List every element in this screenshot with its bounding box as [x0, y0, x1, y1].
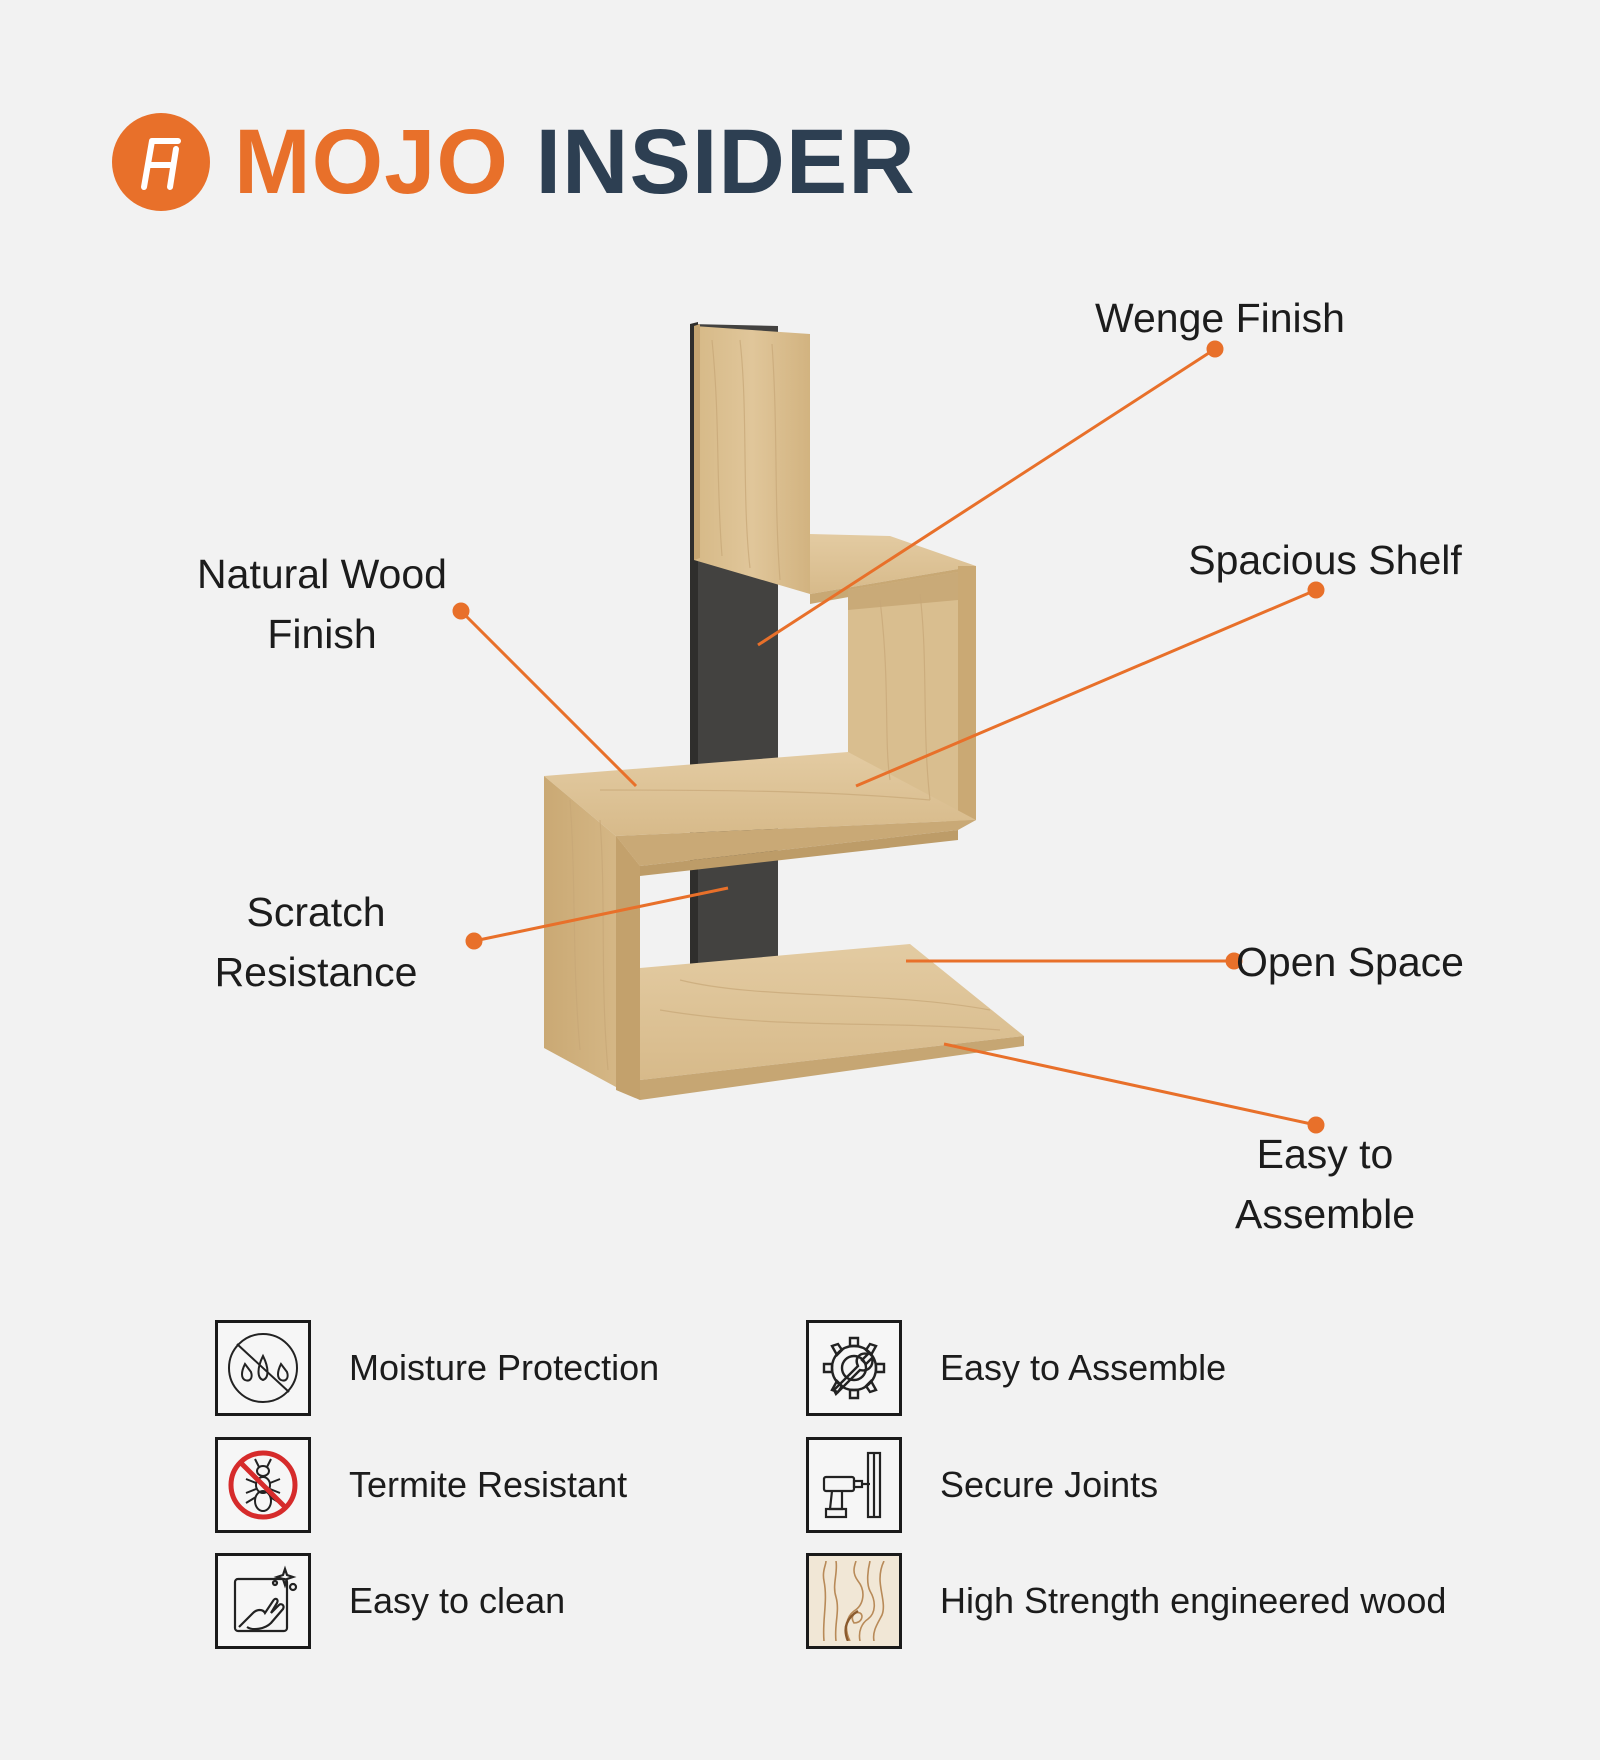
callout-label-scratch: Scratch Resistance [214, 889, 418, 995]
feature-high-strength-wood: High Strength engineered wood [806, 1551, 1446, 1651]
brand-mark-icon [112, 113, 210, 211]
callout-label-assemble: Easy to Assemble [1234, 1131, 1415, 1237]
feature-label: Termite Resistant [349, 1464, 628, 1505]
bottom-shelf-top [640, 944, 1024, 1080]
feature-easy-assemble: Easy to Assemble [806, 1318, 1226, 1418]
feature-secure-joints: Secure Joints [806, 1435, 1158, 1535]
wood-grain-icon [806, 1553, 902, 1649]
feature-termite-resistant: Termite Resistant [215, 1435, 627, 1535]
callout-label-natural: Natural Wood Finish [197, 551, 447, 657]
feature-label: Easy to Assemble [940, 1347, 1227, 1388]
callout-label-spacious: Spacious Shelf [1188, 537, 1462, 583]
brand-name-insider: INSIDER [535, 111, 916, 213]
brand-name-mojo: MOJO [234, 111, 509, 213]
feature-label: Secure Joints [940, 1464, 1159, 1505]
feature-label: Moisture Protection [349, 1347, 660, 1388]
brand-name: MOJO INSIDER [234, 116, 916, 208]
no-termite-icon [215, 1437, 311, 1533]
feature-moisture-protection: Moisture Protection [215, 1318, 659, 1418]
gear-wrench-icon [806, 1320, 902, 1416]
brand-logo: MOJO INSIDER [112, 112, 916, 212]
callout-label-open: Open Space [1236, 939, 1464, 985]
callout-label-wenge: Wenge Finish [1095, 295, 1345, 341]
drill-icon [806, 1437, 902, 1533]
feature-easy-clean: Easy to clean [215, 1551, 565, 1651]
feature-label: High Strength engineered wood [940, 1580, 1447, 1621]
water-drops-icon [215, 1320, 311, 1416]
top-right-side [958, 566, 976, 826]
feature-label: Easy to clean [349, 1580, 566, 1621]
top-back-board [694, 326, 810, 594]
cleaning-hand-icon [215, 1553, 311, 1649]
